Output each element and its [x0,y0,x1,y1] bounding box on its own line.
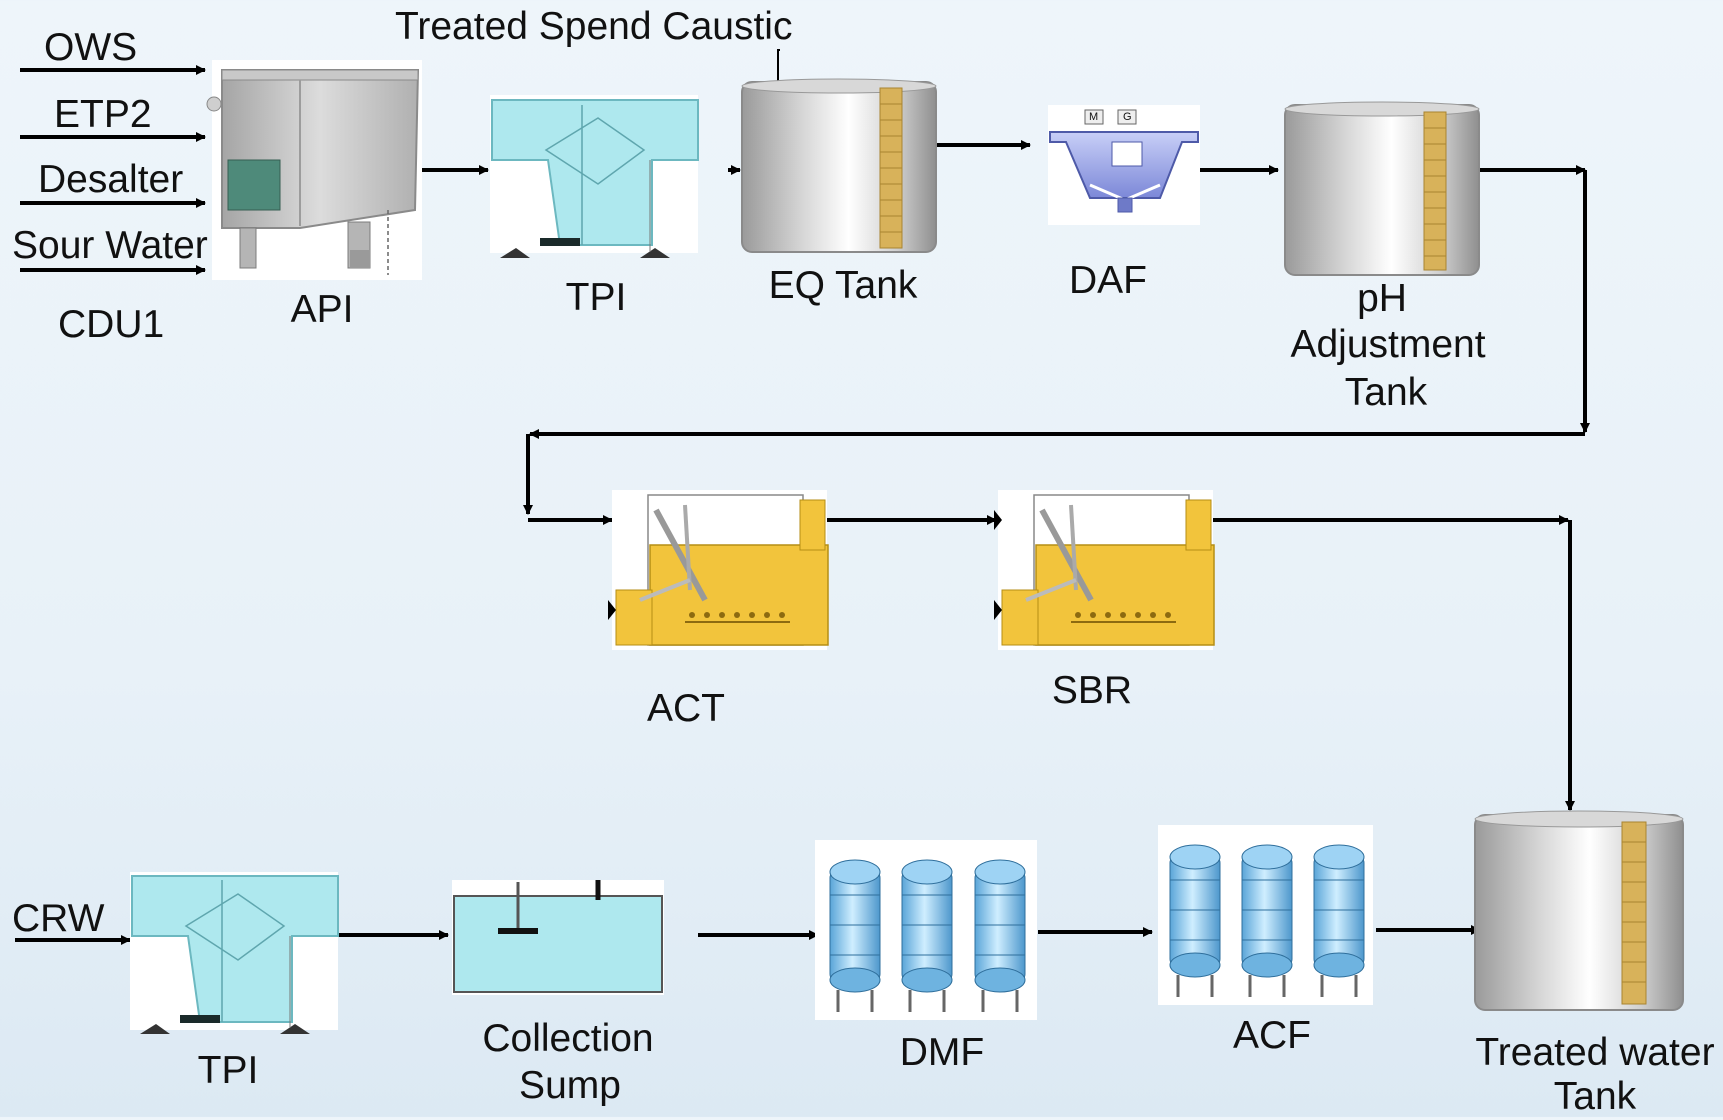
ph-adjustment-tank [1284,101,1480,276]
acf-column-3 [1313,844,1365,997]
dmf-column-3 [974,859,1026,1012]
unit-label-sbr: SBR [1051,669,1133,712]
api-separator [206,60,422,280]
unit-label-act: ACT [647,687,725,730]
unit-label-collection-line1: Collection [482,1017,654,1060]
unit-label-collection-line2: Sump [519,1064,621,1107]
unit-label-api: API [290,288,354,331]
unit-label-daf: DAF [1069,259,1147,302]
unit-label-ph-line2: Adjustment [1290,323,1486,366]
acf-column-1 [1169,844,1221,997]
motor-g-icon [1117,109,1137,125]
motor-m-icon [1084,109,1104,125]
input-label-crw: CRW [12,897,105,940]
unit-label-eq-tank: EQ Tank [768,264,918,307]
act-unit [608,490,829,650]
input-label-desalter: Desalter [38,158,184,201]
tpi-unit-top [490,95,699,258]
dmf-column-1 [829,859,881,1012]
daf-motor-label-m: M [1089,111,1099,123]
daf-motor-label-g: G [1123,111,1132,123]
acf-filters [1158,825,1373,1005]
unit-label-tpi-top: TPI [565,276,627,319]
unit-label-tpi-bottom: TPI [197,1049,259,1092]
sbr-unit [994,490,1215,650]
collection-sump [452,880,664,995]
unit-label-treated-line1: Treated water [1475,1031,1715,1074]
daf-unit [1048,105,1200,225]
flow-lines [15,49,1590,945]
unit-label-ph-line1: pH [1357,277,1407,320]
unit-label-treated-line2: Tank [1553,1075,1637,1118]
input-label-etp2: ETP2 [54,93,152,136]
unit-label-acf: ACF [1233,1014,1311,1057]
treated-water-tank [1474,810,1684,1011]
dmf-column-2 [901,859,953,1012]
annotation-treated-spend-caustic: Treated Spend Caustic [395,5,793,48]
tpi-unit-bottom [130,872,339,1034]
input-label-sour-water: Sour Water [12,224,208,267]
dmf-filters [815,840,1037,1020]
input-label-ows: OWS [44,26,138,69]
unit-label-dmf: DMF [899,1031,985,1074]
acf-column-2 [1241,844,1293,997]
unit-label-ph-line3: Tank [1344,371,1428,414]
caustic-line [777,49,780,82]
input-label-cdu1: CDU1 [58,303,165,346]
eq-tank [741,78,937,253]
